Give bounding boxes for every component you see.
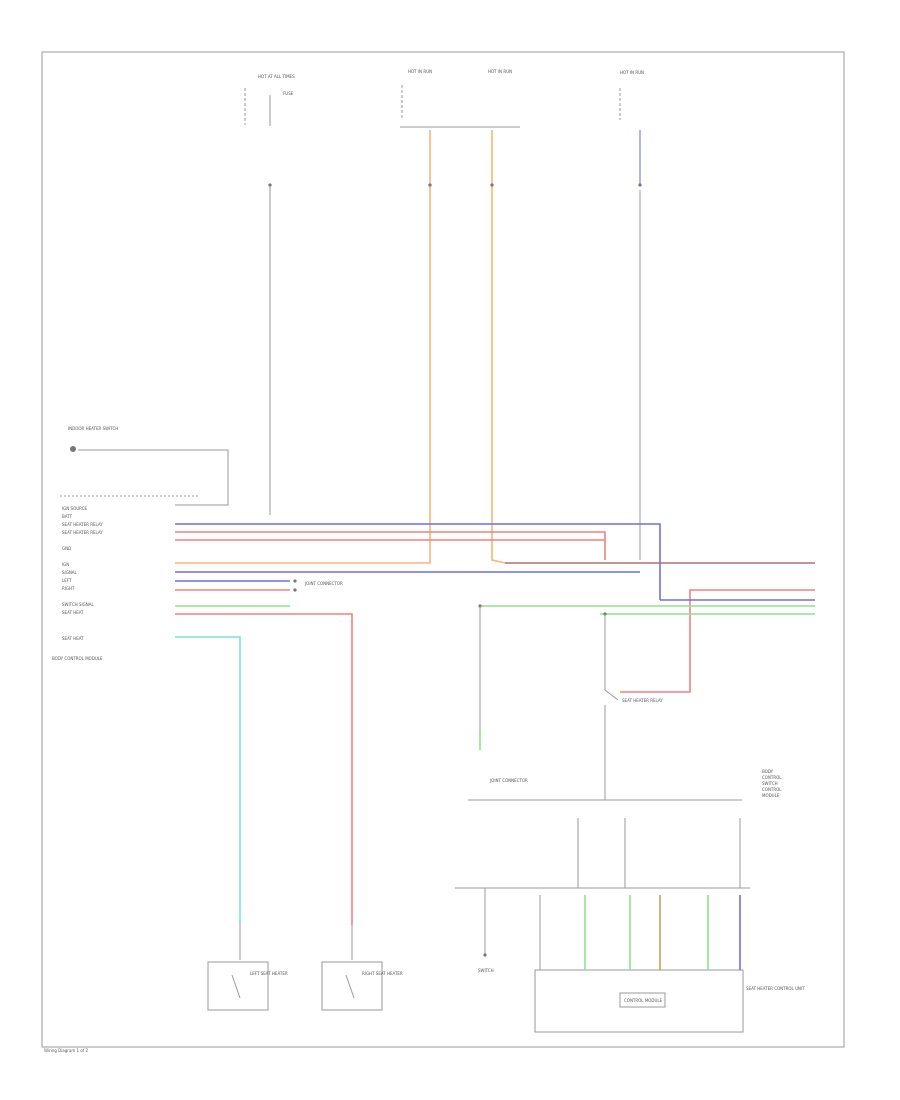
fuse-label-1: HOT AT ALL TIMES (258, 74, 295, 79)
diagram-frame (41, 51, 845, 1048)
diagram-code: Wiring Diagram 1 of 2 (44, 1048, 88, 1053)
svg-text:MODULE: MODULE (762, 793, 780, 798)
wire-cyan-1 (175, 636, 241, 925)
right-heater-label: RIGHT SEAT HEATER (362, 971, 403, 976)
wire-orange-2 (491, 130, 506, 564)
pin-label-4: SEAT HEATER RELAY (62, 530, 103, 535)
pin-label-8: LEFT (62, 578, 72, 583)
seat-heater-control-unit: SWITCH CONTROL MODULE SEAT HEATER CONTRO… (455, 818, 805, 1033)
left-seat-heater: LEFT SEAT HEATER (207, 961, 288, 1011)
pin-label-5: GND (62, 546, 71, 551)
wire-blue-1 (175, 523, 661, 600)
fuse-detail-1: FUSE (283, 91, 294, 96)
right-seat-heater: RIGHT SEAT HEATER (321, 961, 403, 1011)
junction-label-2: JOINT CONNECTOR (489, 778, 528, 783)
module-left-label: BODY CONTROL MODULE (52, 656, 103, 661)
pin-label-9: RIGHT (62, 586, 75, 591)
relay-label: SEAT HEATER RELAY (622, 698, 663, 703)
pin-label-2: BATT (62, 514, 73, 519)
svg-text:CONTROL: CONTROL (762, 787, 782, 792)
junction-label: JOINT CONNECTOR (304, 581, 343, 586)
wire-red-1 (175, 531, 606, 560)
control-module-label: CONTROL MODULE (624, 998, 663, 1003)
indoor-heater-switch: INDOOR HEATER SWITCH (68, 426, 229, 506)
fuse-source-1: HOT AT ALL TIMES FUSE (244, 74, 295, 126)
fuse-label-3: HOT IN RUN (488, 69, 512, 74)
sensor-label: INDOOR HEATER SWITCH (68, 426, 118, 431)
pin-label-12: SEAT HEAT (62, 636, 84, 641)
bottom-module-label: SEAT HEATER CONTROL UNIT (746, 986, 805, 991)
pin-label-10: SWITCH SIGNAL (62, 602, 95, 607)
left-heater-label: LEFT SEAT HEATER (250, 971, 288, 976)
fuse-label-4: HOT IN RUN (620, 70, 644, 75)
wire-pink-2 (175, 613, 353, 925)
svg-text:CONTROL: CONTROL (762, 775, 782, 780)
fuse-label-2: HOT IN RUN (408, 69, 432, 74)
pin-label-11: SEAT HEAT (62, 610, 84, 615)
switch-label: SWITCH (478, 968, 494, 973)
fuse-source-2: HOT IN RUN HOT IN RUN (400, 69, 520, 128)
svg-text:SWITCH: SWITCH (762, 781, 778, 786)
wire-red-right (620, 589, 815, 693)
svg-text:BODY: BODY (762, 769, 774, 774)
pin-label-1: IGN SOURCE (62, 506, 88, 511)
pin-label-3: SEAT HEATER RELAY (62, 522, 103, 527)
fuse-source-4: HOT IN RUN (619, 70, 644, 120)
pin-label-7: SIGNAL (62, 570, 78, 575)
pin-label-6: IGN (62, 562, 69, 567)
right-module-labels: BODY CONTROL SWITCH CONTROL MODULE (762, 769, 782, 798)
module-pin-list: IGN SOURCE BATT SEAT HEATER RELAY SEAT H… (62, 506, 103, 641)
wire-orange-1 (175, 130, 431, 564)
